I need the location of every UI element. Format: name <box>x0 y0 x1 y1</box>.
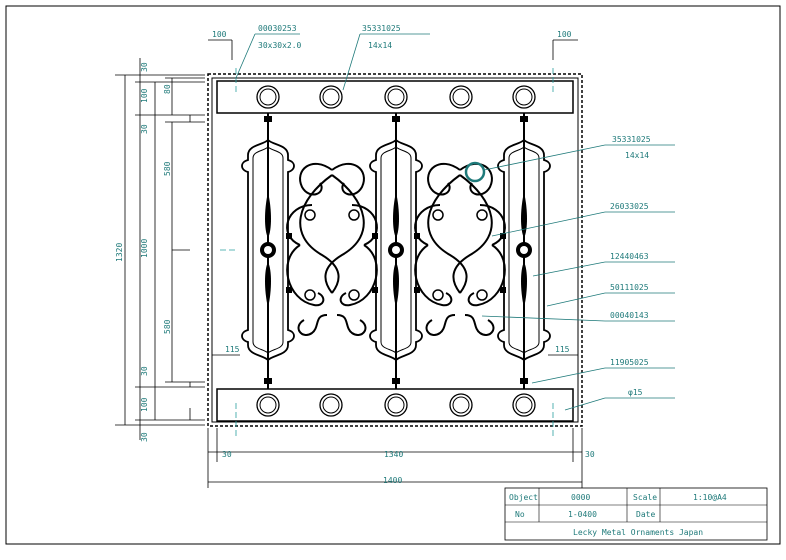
callout-top-left-spec: 30x30x2.0 <box>258 41 302 50</box>
dim-left-580-top: 580 <box>163 161 172 176</box>
dim-top-right-offset: 100 <box>557 30 572 39</box>
callout-right-1-code: 35331025 <box>612 135 651 144</box>
dim-bottom-1400: 1400 <box>383 476 402 485</box>
dim-bottom-30-right: 30 <box>585 450 595 459</box>
dim-left-30-top: 30 <box>140 62 149 72</box>
title-scale-value: 1:10@A4 <box>693 493 727 502</box>
callout-right-2: 26033025 <box>610 202 649 211</box>
title-company: Lecky Metal Ornaments Japan <box>573 528 703 537</box>
dim-bottom-30-left: 30 <box>222 450 232 459</box>
callout-right-3: 12440463 <box>610 252 649 261</box>
dim-inner-left-115: 115 <box>225 345 240 354</box>
dim-left-580-bottom: 580 <box>163 319 172 334</box>
scroll-panel-right <box>413 162 507 337</box>
callout-top-left-code: 00030253 <box>258 24 297 33</box>
sheet-border <box>5 5 781 545</box>
title-scale-label: Scale <box>633 493 657 502</box>
dim-inner-right-115: 115 <box>555 345 570 354</box>
callout-right-1-spec: 14x14 <box>625 151 649 160</box>
dim-left-100-bottom: 100 <box>140 397 149 412</box>
dim-bottom-1340: 1340 <box>384 450 403 459</box>
callout-top-mid-code: 35331025 <box>362 24 401 33</box>
dim-left-80: 80 <box>163 84 172 94</box>
title-date-label: Date <box>636 510 655 519</box>
callout-right-5: 00040143 <box>610 311 649 320</box>
dim-left-30-bottom: 30 <box>140 432 149 442</box>
callout-right-4: 50111025 <box>610 283 649 292</box>
dim-left-1000: 1000 <box>140 239 149 258</box>
dim-top-left-offset: 100 <box>212 30 227 39</box>
gate-outer-frame <box>207 73 583 427</box>
dim-left-30-mid-top: 30 <box>140 124 149 134</box>
title-object-value: 0000 <box>571 493 590 502</box>
title-block <box>504 487 768 541</box>
title-no-value: 1-0400 <box>568 510 597 519</box>
dim-left-1320: 1320 <box>115 243 124 262</box>
dim-left-100-top: 100 <box>140 88 149 103</box>
title-no-label: No <box>515 510 525 519</box>
callout-right-7: φ15 <box>628 388 643 397</box>
dim-left-30-mid-bottom: 30 <box>140 366 149 376</box>
callout-top-mid-spec: 14x14 <box>368 41 392 50</box>
title-object-label: Object <box>509 493 538 502</box>
callout-right-6: 11905025 <box>610 358 649 367</box>
scroll-panel-left <box>285 162 379 337</box>
gate-inner-frame <box>211 77 579 423</box>
